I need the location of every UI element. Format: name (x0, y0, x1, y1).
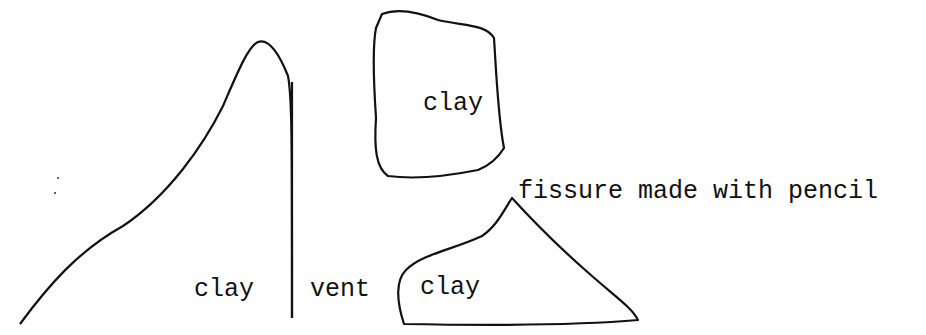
clay-outline (18, 36, 298, 328)
clay-outline (392, 190, 644, 332)
clay-edge (398, 198, 638, 325)
clay-label: clay (423, 90, 483, 118)
clay-label: clay (420, 274, 480, 302)
clay-edge (20, 41, 292, 324)
vent-label: vent (310, 276, 370, 304)
fissure-note: fissure made with pencil (518, 178, 878, 206)
speck (57, 177, 59, 179)
speck (54, 192, 56, 194)
clay-mound: clay (18, 36, 298, 328)
clay-edge (374, 11, 504, 177)
clay-block: clay (392, 190, 644, 332)
clay-block: clay (368, 8, 512, 184)
clay-label: clay (194, 276, 254, 304)
